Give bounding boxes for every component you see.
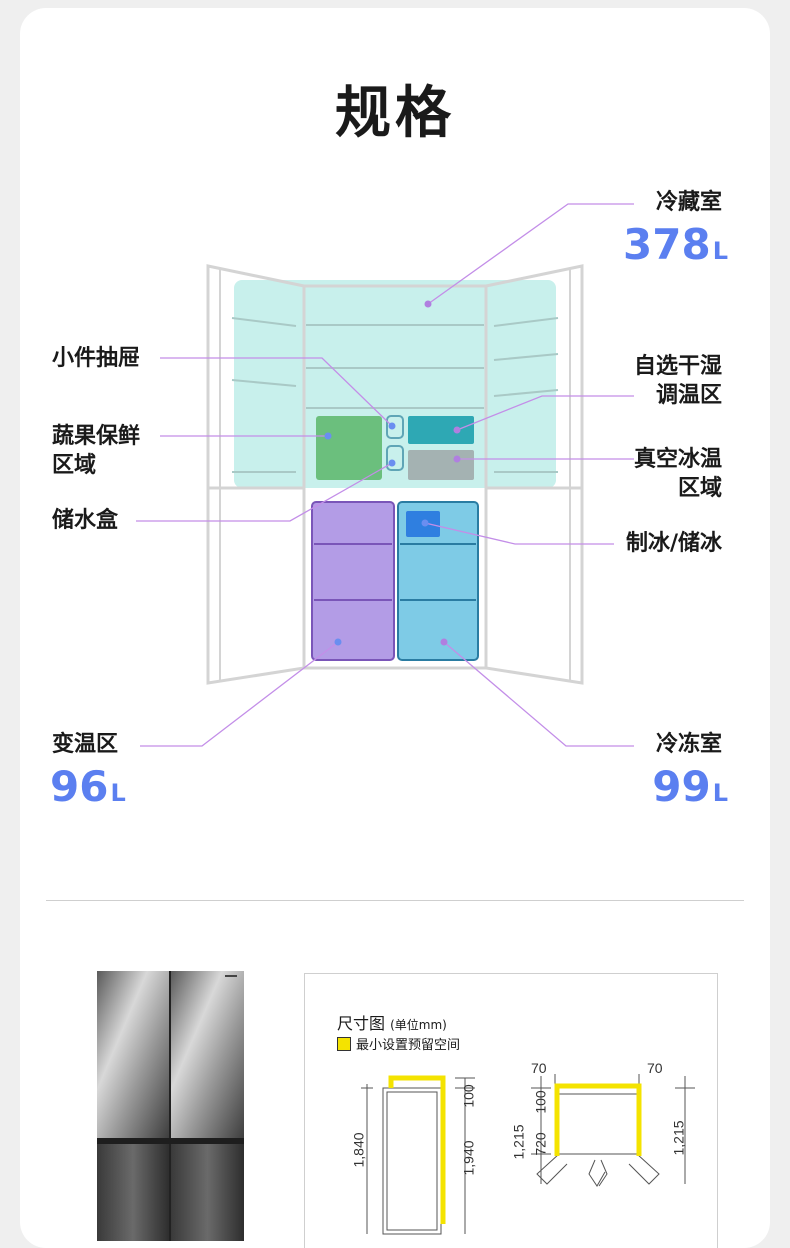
dim-front-right-gap: 70 xyxy=(647,1060,663,1076)
dimension-unit: (单位mm) xyxy=(390,1018,447,1032)
section-divider xyxy=(46,900,744,901)
dim-side-height: 1,840 xyxy=(350,1132,367,1168)
water-box xyxy=(386,445,404,471)
dry-wet-label-line1: 自选干湿 xyxy=(633,354,722,379)
vacuum-zone xyxy=(408,450,474,480)
fridge-volume-unit: L xyxy=(712,237,728,265)
dim-side-total: 1,940 xyxy=(460,1140,477,1176)
left-door-lower xyxy=(206,486,306,685)
legend-text: 最小设置预留空间 xyxy=(356,1038,461,1053)
fruit-veg-label-line1: 蔬果保鲜 xyxy=(52,424,141,449)
dim-front-height-right: 1,215 xyxy=(670,1120,687,1156)
fridge-volume-number: 378 xyxy=(623,220,711,269)
dimension-drawing xyxy=(361,1074,695,1235)
dim-front-top: 100 xyxy=(532,1090,549,1114)
legend-swatch xyxy=(337,1036,351,1051)
dry-wet-label-line2: 调温区 xyxy=(655,383,722,408)
clearance-legend: 最小设置预留空间 xyxy=(337,1034,460,1053)
dim-front-left-gap: 70 xyxy=(531,1060,547,1076)
variable-temp-label: 变温区 xyxy=(52,732,119,757)
ice-maker-label: 制冰/储冰 xyxy=(625,531,722,556)
dry-wet-zone xyxy=(408,416,474,444)
dim-front-depth: 720 xyxy=(532,1132,549,1156)
vacuum-label-line1: 真空冰温 xyxy=(633,447,722,472)
variable-temp-compartment xyxy=(311,501,395,661)
small-drawer xyxy=(386,415,404,439)
dimension-title: 尺寸图 (单位mm) xyxy=(337,1010,447,1034)
water-box-label: 储水盒 xyxy=(52,508,119,533)
variable-temp-volume-number: 96 xyxy=(50,762,109,811)
fridge-volume: 378L xyxy=(623,220,728,269)
freezer-label: 冷冻室 xyxy=(655,732,722,757)
fridge-layout-diagram xyxy=(136,203,634,747)
freezer-volume-unit: L xyxy=(712,779,728,807)
spec-card: 规格 xyxy=(20,8,770,1248)
vacuum-label-line2: 区域 xyxy=(677,476,722,501)
fruit-veg-label-line2: 区域 xyxy=(52,453,97,478)
small-drawer-label: 小件抽屉 xyxy=(52,346,141,371)
freezer-volume-number: 99 xyxy=(652,762,711,811)
dimension-title-text: 尺寸图 xyxy=(337,1014,386,1033)
fruit-veg-drawer xyxy=(316,416,382,480)
variable-temp-volume: 96L xyxy=(50,762,126,811)
dim-side-top: 100 xyxy=(460,1084,477,1108)
dim-front-height-left: 1,215 xyxy=(510,1124,527,1160)
dimension-box: 尺寸图 (单位mm) 最小设置预留空间 xyxy=(304,973,718,1248)
variable-temp-volume-unit: L xyxy=(110,779,126,807)
fridge-label: 冷藏室 xyxy=(655,190,722,215)
product-photo xyxy=(97,971,244,1241)
freezer-volume: 99L xyxy=(652,762,728,811)
freezer-compartment xyxy=(397,501,479,661)
page-title: 规格 xyxy=(335,81,455,146)
right-door-lower xyxy=(484,486,584,685)
